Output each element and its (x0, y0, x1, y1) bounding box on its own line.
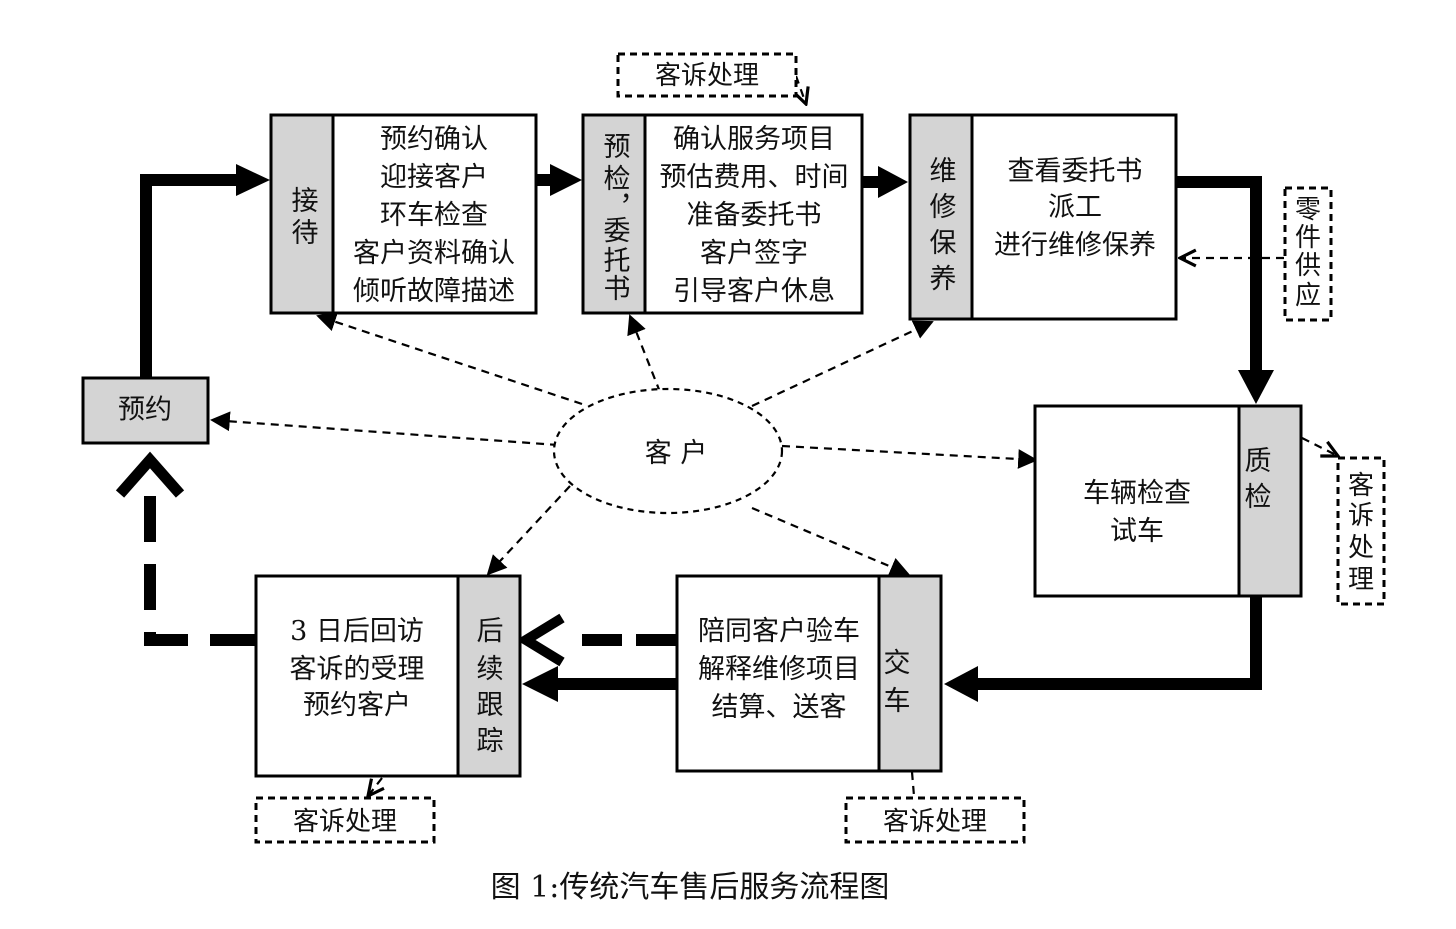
delivery-line-3: 结算、送客 (712, 692, 847, 723)
complaint-box-bottom-left: 客诉处理 (254, 796, 436, 844)
precheck-line-3: 准备委托书 (687, 200, 822, 231)
arrow-repair-to-qc (1176, 176, 1262, 372)
svg-text:诉: 诉 (1348, 501, 1374, 531)
reception-line-3: 环车检查 (380, 200, 488, 231)
svg-text:应: 应 (1295, 281, 1321, 311)
repair-line-1: 查看委托书 (1008, 156, 1143, 187)
followup-tab-2: 续 (477, 654, 504, 685)
precheck-tab-1: 预 (604, 132, 631, 163)
followup-line-2: 客诉的受理 (290, 654, 425, 685)
precheck-tab-3: ， (620, 176, 647, 207)
arrow-followup-to-reservation (144, 484, 256, 646)
complaint-box-bottom-right: 客诉处理 (844, 796, 1026, 844)
delivery-tab-2: 车 (884, 686, 911, 717)
node-delivery: 交 车 陪同客户验车 解释维修项目 结算、送客 (675, 574, 943, 773)
repair-tab-4: 养 (930, 264, 957, 295)
node-repair: 维 修 保 养 查看委托书 派工 进行维修保养 (908, 113, 1178, 321)
followup-tab-1: 后 (477, 616, 504, 647)
qc-line-1: 车辆检查 (1083, 478, 1191, 509)
customer-links (210, 312, 1038, 577)
repair-tab-1: 维 (930, 156, 957, 187)
repair-line-2: 派工 (1048, 192, 1102, 223)
repair-line-3: 进行维修保养 (994, 230, 1156, 261)
node-qc: 质 检 车辆检查 试车 (1033, 404, 1303, 598)
arrow-reservation-to-reception (140, 174, 236, 378)
reception-tab-1: 接 (292, 186, 319, 217)
node-reservation: 预约 (81, 376, 210, 445)
qc-tab-2: 检 (1245, 482, 1272, 513)
node-precheck: 预 检 ， 委 托 书 确认服务项目 预估费用、时间 准备委托书 客户签字 引导… (581, 113, 864, 315)
complaint-box-top: 客诉处理 (616, 52, 798, 98)
node-customer: 客 户 (552, 387, 784, 515)
svg-text:供: 供 (1295, 251, 1321, 281)
repair-tab-2: 修 (930, 192, 957, 223)
reservation-label: 预约 (118, 395, 172, 426)
complaint-links (368, 75, 1338, 796)
complaint-box-right: 客 诉 处 理 (1336, 456, 1386, 606)
svg-text:零: 零 (1295, 195, 1321, 225)
node-reception: 接 待 预约确认 迎接客户 环车检查 客户资料确认 倾听故障描述 (269, 113, 538, 315)
precheck-line-2: 预估费用、时间 (660, 162, 849, 193)
reception-line-1: 预约确认 (380, 124, 488, 155)
figure-caption: 图 1:传统汽车售后服务流程图 (491, 870, 890, 905)
delivery-tab-1: 交 (884, 648, 911, 679)
followup-tab-4: 踪 (477, 726, 504, 757)
followup-line-1: 3 日后回访 (290, 616, 424, 647)
svg-text:处: 处 (1348, 533, 1374, 563)
followup-line-3: 预约客户 (303, 690, 411, 721)
svg-text:理: 理 (1348, 565, 1374, 595)
main-flow-arrows (115, 164, 1274, 702)
reception-line-2: 迎接客户 (380, 162, 488, 193)
precheck-tab-5: 托 (604, 246, 631, 277)
svg-text:客诉处理: 客诉处理 (883, 807, 987, 837)
reception-line-5: 倾听故障描述 (353, 276, 515, 307)
repair-tab-3: 保 (930, 228, 957, 259)
svg-text:件: 件 (1295, 223, 1321, 253)
parts-supply-box: 零 件 供 应 (1283, 186, 1333, 322)
precheck-tab-2: 检 (604, 164, 631, 195)
customer-label: 客 户 (645, 438, 708, 469)
reception-line-4: 客户资料确认 (353, 238, 515, 269)
precheck-tab-6: 书 (604, 274, 631, 305)
precheck-tab-4: 委 (604, 216, 631, 247)
precheck-line-1: 确认服务项目 (673, 124, 835, 155)
delivery-line-1: 陪同客户验车 (698, 616, 860, 647)
svg-text:客: 客 (1348, 471, 1374, 501)
node-followup: 后 续 跟 踪 3 日后回访 客诉的受理 预约客户 (254, 574, 522, 778)
precheck-line-4: 客户签字 (700, 238, 808, 269)
delivery-line-2: 解释维修项目 (698, 654, 860, 685)
qc-line-2: 试车 (1110, 516, 1164, 547)
qc-tab-1: 质 (1245, 446, 1272, 477)
arrow-qc-to-delivery (976, 596, 1262, 690)
precheck-line-5: 引导客户休息 (673, 276, 835, 307)
svg-text:客诉处理: 客诉处理 (293, 807, 397, 837)
reception-tab-2: 待 (292, 218, 319, 249)
svg-text:客诉处理: 客诉处理 (655, 61, 759, 91)
followup-tab-3: 跟 (477, 690, 504, 721)
